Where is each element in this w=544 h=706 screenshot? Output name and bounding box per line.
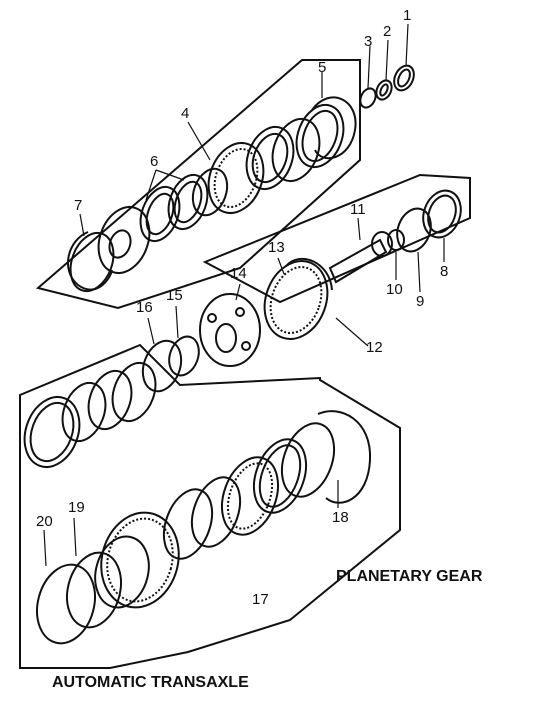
- callout-15: 15: [166, 287, 183, 304]
- callout-13: 13: [268, 239, 285, 256]
- group-box-12: [202, 173, 471, 304]
- ring-part-3: [359, 87, 377, 109]
- callout-20: 20: [36, 513, 53, 530]
- ring-part-2: [375, 79, 393, 101]
- snap-ring-20: [36, 563, 96, 645]
- callout-19: 19: [68, 499, 85, 516]
- ring-part-15: [168, 335, 200, 377]
- ring-part-19: [66, 551, 122, 629]
- caption-automatic-transaxle: AUTOMATIC TRANSAXLE: [52, 674, 249, 691]
- washer-10: [387, 229, 405, 251]
- callout-9: 9: [416, 293, 425, 310]
- callout-14: 14: [230, 265, 247, 282]
- callout-6: 6: [150, 153, 159, 170]
- callout-12: 12: [366, 339, 383, 356]
- callout-17: 17: [252, 591, 269, 608]
- snap-ring-7: [67, 231, 113, 291]
- callout-2: 2: [383, 23, 392, 40]
- shaft-11: [328, 238, 388, 284]
- ring-part-8: [422, 189, 462, 239]
- ring-gear-13: [263, 260, 329, 340]
- snap-ring-5: [311, 96, 357, 160]
- callout-18: 18: [332, 509, 349, 526]
- group-box-17: [19, 343, 401, 669]
- callout-8: 8: [440, 263, 449, 280]
- callout-10: 10: [386, 281, 403, 298]
- clutch-drum-6: [207, 142, 265, 214]
- ring-part-16: [141, 339, 183, 393]
- callout-11: 11: [350, 201, 366, 218]
- callout-7: 7: [74, 197, 83, 214]
- clutch-drum-17: [100, 511, 180, 609]
- callout-4: 4: [181, 105, 190, 122]
- callout-16: 16: [136, 299, 153, 316]
- callout-5: 5: [318, 59, 327, 76]
- group-box-4: [35, 59, 361, 310]
- callout-3: 3: [364, 33, 373, 50]
- planet-carrier-14: [199, 293, 261, 367]
- callout-1: 1: [403, 7, 412, 24]
- leader-lines: [43, 23, 445, 567]
- ring-part-1: [393, 64, 415, 92]
- ring-part-9: [396, 207, 432, 253]
- snap-ring-18: [317, 410, 372, 504]
- caption-planetary-gear: PLANETARY GEAR: [336, 568, 483, 585]
